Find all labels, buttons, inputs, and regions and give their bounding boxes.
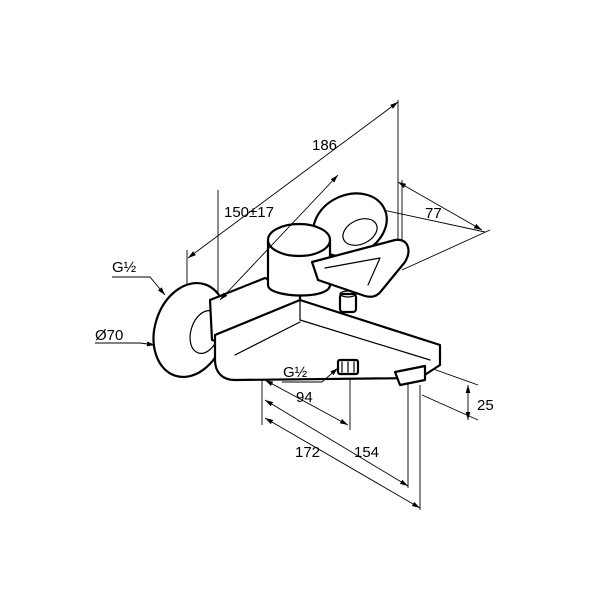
dim-25: 25 (477, 397, 494, 414)
diverter-knob (338, 292, 358, 314)
dim-172: 172 (295, 444, 320, 461)
dim-77: 77 (425, 205, 442, 222)
spout-housing (213, 298, 442, 382)
dim-g-half-top: G½ (112, 259, 137, 276)
dim-94: 94 (296, 389, 313, 406)
dimension-lines (95, 101, 483, 509)
dim-186: 186 (312, 137, 337, 154)
spout-outlet (393, 364, 427, 387)
dim-diameter-70: Ø70 (95, 327, 123, 344)
dim-g-half-bottom: G½ (283, 364, 308, 381)
dim-154: 154 (354, 444, 379, 461)
handle-top (266, 222, 332, 258)
dim-150-17: 150±17 (224, 204, 274, 221)
